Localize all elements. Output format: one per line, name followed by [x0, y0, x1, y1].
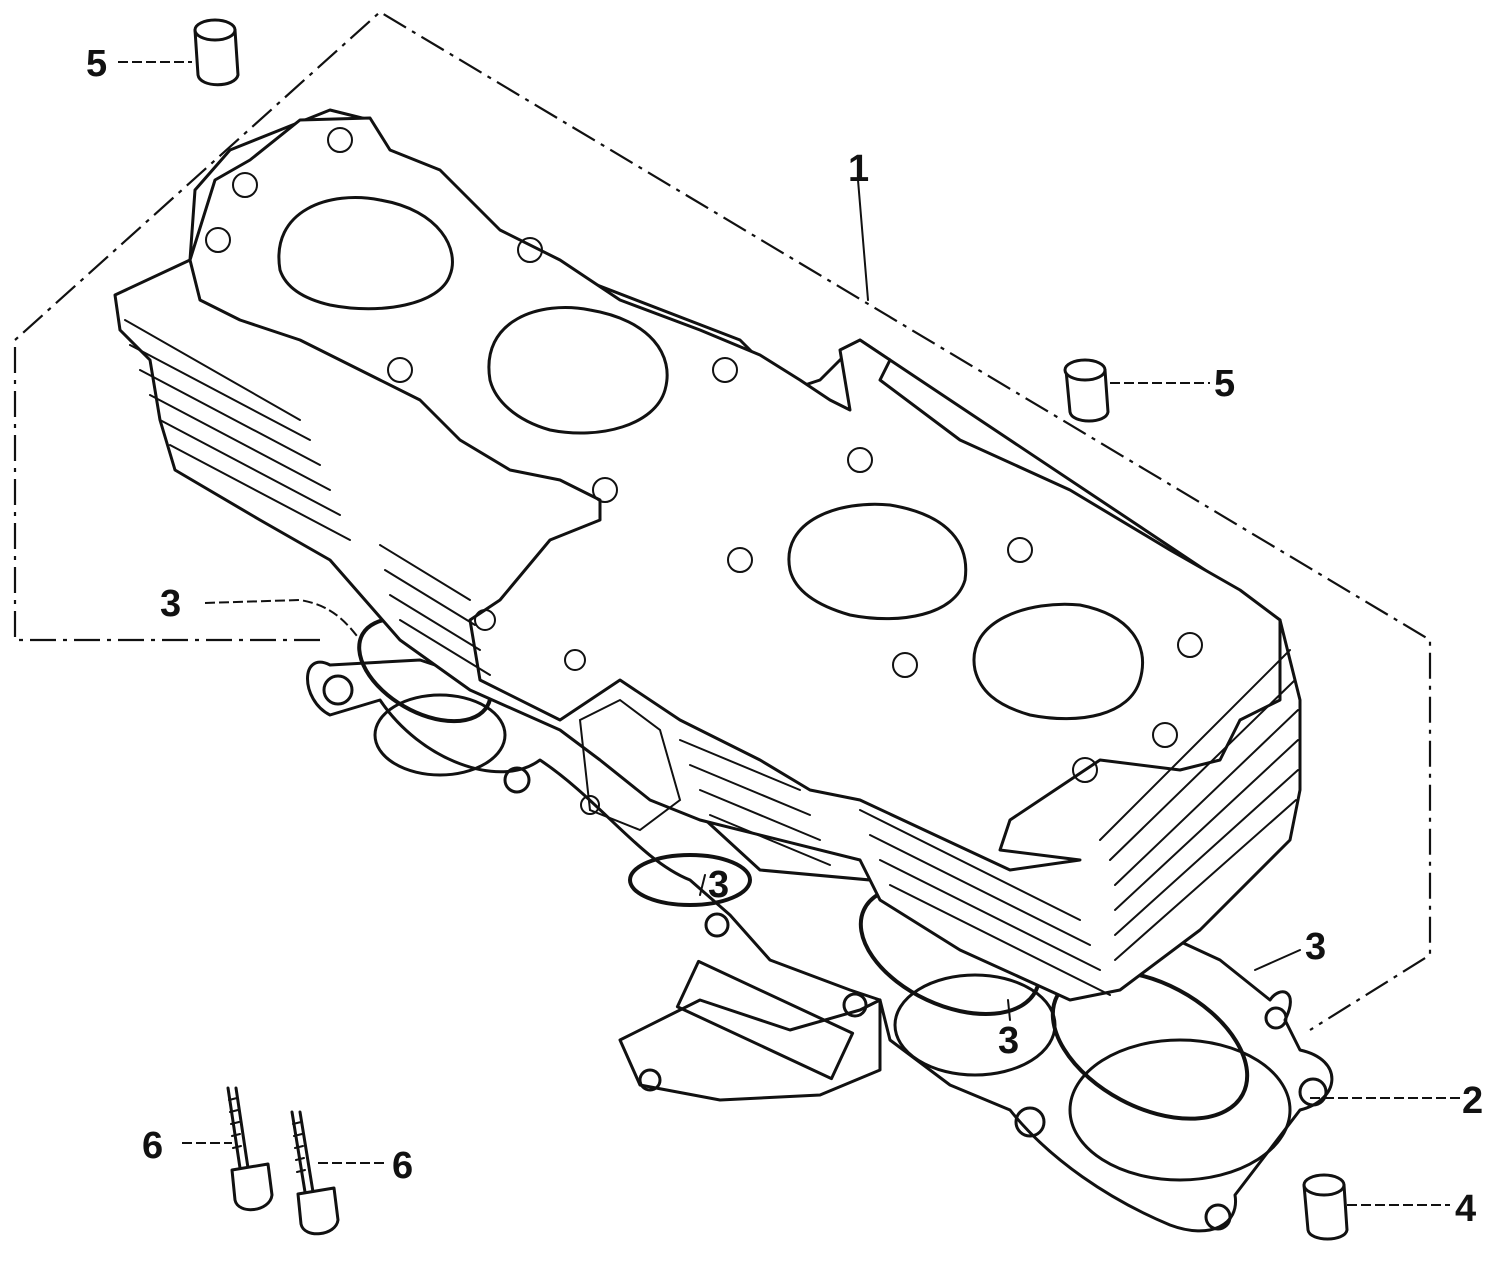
gasket-bolt-hole — [1204, 1203, 1232, 1231]
callout-2-base-gasket: 2 — [1462, 1080, 1484, 1122]
callout-3-middle: 3 — [708, 864, 730, 906]
gasket-bore — [1068, 1038, 1292, 1182]
gasket-bolt-hole — [842, 992, 868, 1018]
gasket-bolt-hole — [1014, 1106, 1046, 1138]
cylinder-bore — [787, 502, 968, 621]
cylinder-bore — [972, 602, 1144, 721]
callout-5-right: 5 — [1214, 363, 1236, 405]
leader-lines — [118, 61, 1460, 1206]
callout-4-dowel-pin: 4 — [1455, 1188, 1477, 1230]
gasket-bolt-hole — [1264, 1006, 1288, 1030]
gasket-bolt-hole — [704, 912, 730, 938]
cylinder-bore — [487, 306, 669, 435]
callout-3-right-lower: 3 — [998, 1020, 1020, 1062]
cylinder-bore — [277, 196, 454, 311]
gasket-bolt-hole — [503, 766, 531, 794]
gasket-bolt-hole — [1298, 1077, 1328, 1107]
gasket-bore — [373, 693, 507, 777]
base-gasket — [306, 658, 1334, 1233]
dowel-pin — [193, 18, 240, 87]
callout-5-top-left: 5 — [86, 43, 108, 85]
gasket-bolt-hole — [322, 674, 354, 706]
gasket-bolt-hole — [638, 1068, 662, 1092]
gasket-oil-passage — [675, 959, 855, 1081]
callout-6-left-bolt: 6 — [142, 1125, 164, 1167]
bolt — [226, 1086, 274, 1212]
bolt — [290, 1110, 340, 1236]
dowel-pin — [1302, 1173, 1349, 1241]
callout-3-left: 3 — [160, 583, 182, 625]
deck-stud-holes — [205, 127, 1203, 783]
o-ring — [628, 853, 752, 907]
callout-3-right-upper: 3 — [1305, 926, 1327, 968]
callout-1-cylinder-block: 1 — [848, 148, 870, 190]
cylinder-block — [113, 108, 1302, 1002]
callout-6-right-bolt: 6 — [392, 1145, 414, 1187]
dowel-pin — [1063, 358, 1110, 423]
